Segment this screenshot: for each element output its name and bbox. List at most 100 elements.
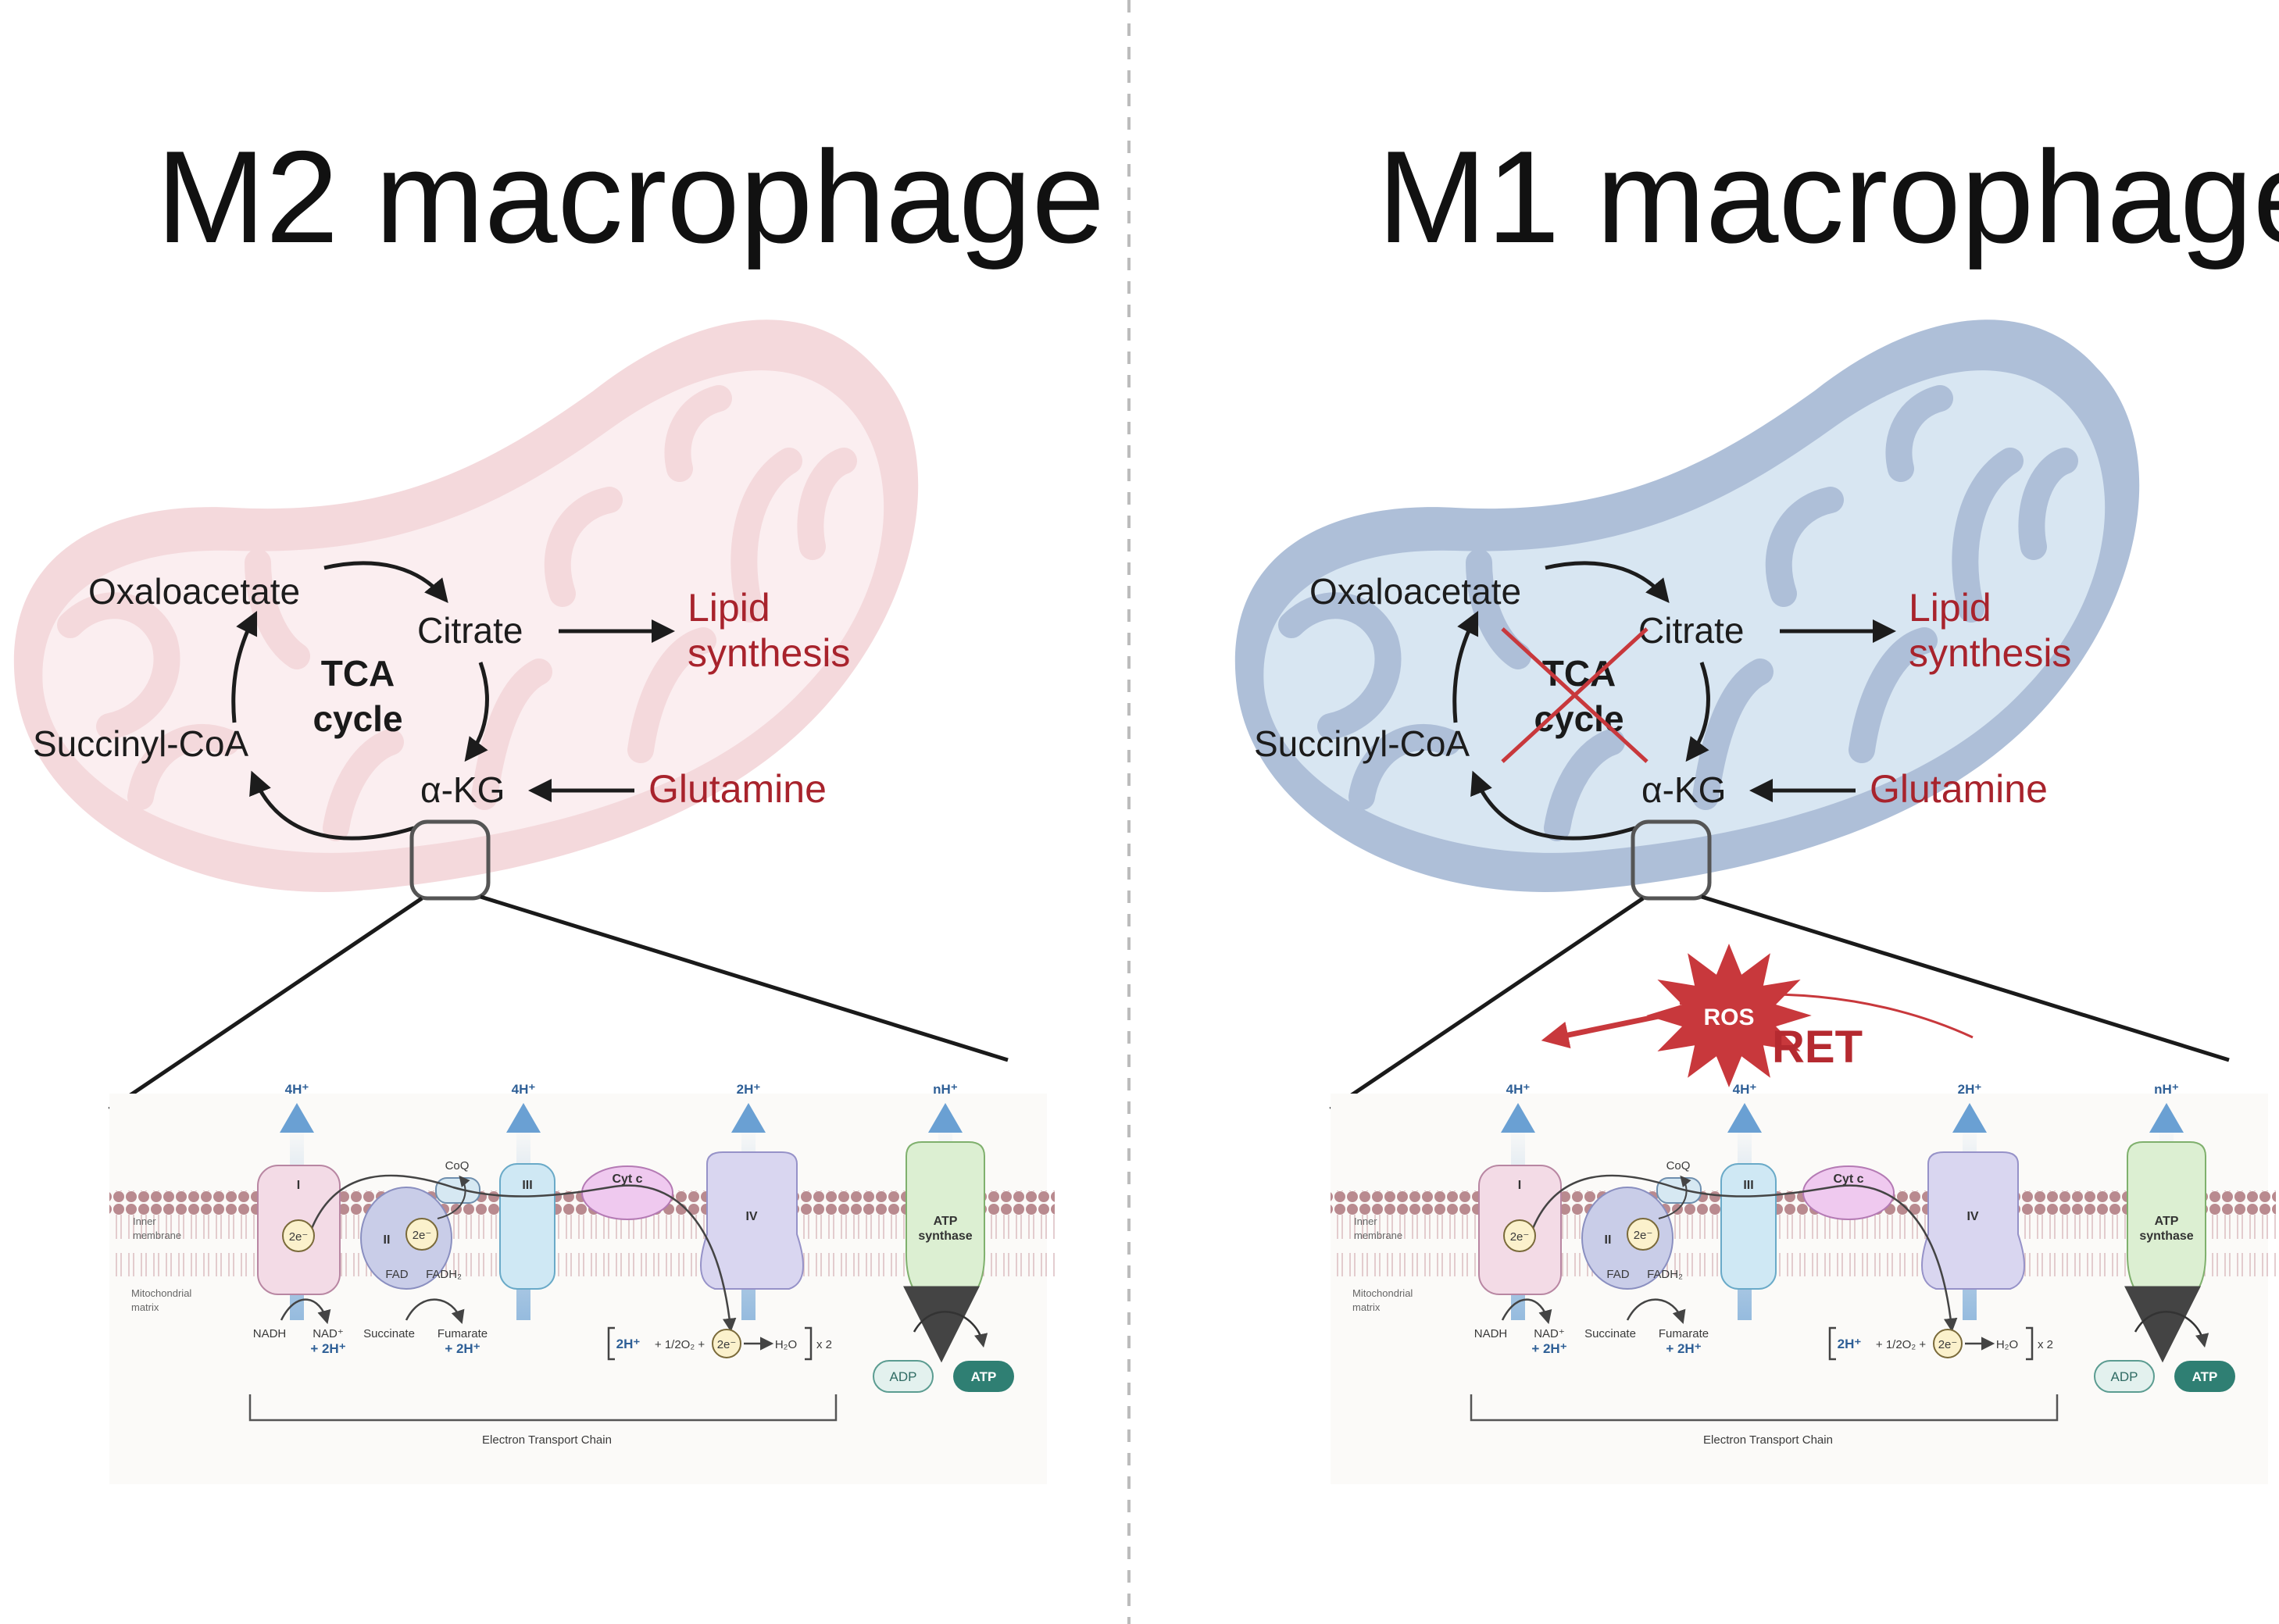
electron-label: 2e⁻ [1634, 1229, 1653, 1242]
metabolite-alpha-kg: α-KG [1641, 769, 1726, 810]
metabolite-succinyl-coa: Succinyl-CoA [1254, 723, 1470, 764]
succinate-label: Succinate [363, 1327, 415, 1340]
fad-label: FAD [1606, 1268, 1629, 1281]
panel-title: M2 macrophage [156, 123, 1105, 270]
complex-iii-label: III [522, 1179, 532, 1192]
tca-cycle-label: TCA [1542, 653, 1616, 694]
coq-carrier [1656, 1177, 1702, 1204]
succinate-arrow [1626, 1298, 1686, 1324]
electron-label: 2e⁻ [413, 1229, 432, 1242]
mito-crista [1278, 592, 1402, 740]
adp-to-atp-arrow [2134, 1311, 2209, 1348]
metabolite-oxaloacetate: Oxaloacetate [88, 571, 300, 612]
complex-iv [1921, 1151, 2025, 1290]
electron-flow-path [303, 1174, 737, 1333]
atp-synthase-label-line2: synthase [2139, 1230, 2193, 1243]
complex-ii-label: II [1605, 1233, 1612, 1247]
panel-title: M1 macrophage [1377, 123, 2279, 270]
electron-badge [712, 1329, 741, 1358]
proton-label: 4H⁺ [1506, 1082, 1531, 1097]
arrow-succinyl-to-oaa [1452, 610, 1479, 723]
electron-badge [405, 1218, 438, 1251]
arrow-oaa-to-citrate [323, 561, 448, 603]
tca-cycle-label: TCA [321, 653, 395, 694]
inner-membrane-label: Inner [133, 1215, 156, 1227]
etc-caption: Electron Transport Chain [482, 1433, 612, 1447]
mito-matrix [1263, 370, 2106, 853]
cytc-label: Cyt c [1833, 1172, 1863, 1186]
atp-synthase-label: ATP [2155, 1215, 2179, 1228]
adp-pill [873, 1360, 934, 1393]
nadh-arrow [280, 1298, 331, 1325]
mito-matrix [42, 370, 884, 853]
nad-label: NAD⁺ [1534, 1327, 1565, 1340]
coq-label: CoQ [1666, 1159, 1691, 1172]
electron-transport-chain: InnermembraneMitochondrialmatrix4H⁺4H⁺2H… [1331, 1082, 2276, 1484]
zoom-region-box [409, 819, 491, 901]
arrow-succinyl-to-oaa [231, 610, 258, 723]
complex-ii-label: II [384, 1233, 391, 1247]
ret-label: RET [1772, 1022, 1863, 1073]
tca-cycle-label-line2: cycle [313, 698, 402, 739]
mito-crista [127, 723, 240, 810]
zoom-region-box [1631, 819, 1712, 901]
fadh2-label: FADH₂ [426, 1268, 462, 1281]
metabolite-citrate: Citrate [1638, 610, 1744, 651]
succinate-arrow [405, 1298, 465, 1324]
electron-badge [1933, 1329, 1963, 1358]
etc-bracket [248, 1394, 838, 1422]
nad-proton-label: + 2H⁺ [310, 1341, 345, 1356]
nad-proton-label: + 2H⁺ [1531, 1341, 1566, 1356]
metabolite-succinyl-coa: Succinyl-CoA [33, 723, 248, 764]
panel-m2: M2 macrophageOxaloacetateCitrateα-KGSucc… [13, 123, 1105, 1484]
lipid-synthesis-label: Lipid [1909, 586, 1991, 630]
adp-label: ADP [2111, 1369, 2138, 1384]
complex-i-label: I [1518, 1179, 1521, 1192]
complex-iv-label: IV [1966, 1210, 1978, 1223]
cytc-label: Cyt c [612, 1172, 642, 1186]
adp-to-atp-arrow [913, 1311, 988, 1348]
glutamine-label: Glutamine [648, 767, 827, 811]
tca-arrows [1452, 561, 1896, 841]
eq-electron-label: 2e⁻ [717, 1338, 737, 1351]
fumarate-proton-label: + 2H⁺ [1666, 1341, 1701, 1356]
eq-multiplier-label: x 2 [2038, 1338, 2053, 1351]
etc-bracket [1470, 1394, 2059, 1422]
eq-oxygen-label: + 1/2O₂ + [1876, 1338, 1926, 1351]
mito-crista [1348, 723, 1461, 810]
nadh-label: NADH [1474, 1327, 1508, 1340]
coq-label: CoQ [445, 1159, 470, 1172]
zoom-line-right [480, 894, 1009, 1062]
complex-iii-label: III [1743, 1179, 1753, 1192]
mito-crista [544, 487, 623, 607]
coq-carrier [435, 1177, 480, 1204]
electron-badge [1627, 1218, 1659, 1251]
mitochondrion-illustration [13, 319, 919, 892]
proton-label: 4H⁺ [285, 1082, 309, 1097]
atp-pill [953, 1361, 1014, 1392]
mito-crista [57, 592, 180, 740]
fumarate-proton-label: + 2H⁺ [445, 1341, 480, 1356]
atp-synthase-label-line2: synthase [918, 1230, 972, 1243]
mito-crista [323, 729, 404, 841]
etc-caption: Electron Transport Chain [1703, 1433, 1833, 1447]
mito-crista [1885, 385, 1953, 482]
zoom-line-left [1329, 896, 1645, 1112]
ros-arrow [1541, 1012, 1663, 1049]
mito-crista [1544, 729, 1625, 841]
matrix-label: Mitochondrial [1352, 1287, 1413, 1299]
arrow-akg-to-succinyl [1470, 770, 1636, 841]
proton-label: nH⁺ [933, 1082, 958, 1097]
mito-crista [730, 448, 802, 623]
ros-burst [1646, 944, 1812, 1087]
electron-label: 2e⁻ [1510, 1230, 1530, 1244]
proton-label: 2H⁺ [737, 1082, 761, 1097]
lipid-synthesis-label: Lipid [688, 586, 770, 630]
matrix-label: Mitochondrial [131, 1287, 191, 1299]
proton-label: 4H⁺ [1733, 1082, 1757, 1097]
eq-water-label: H₂O [1996, 1338, 2018, 1351]
succinate-label: Succinate [1584, 1327, 1636, 1340]
proton-label: 2H⁺ [1958, 1082, 1982, 1097]
